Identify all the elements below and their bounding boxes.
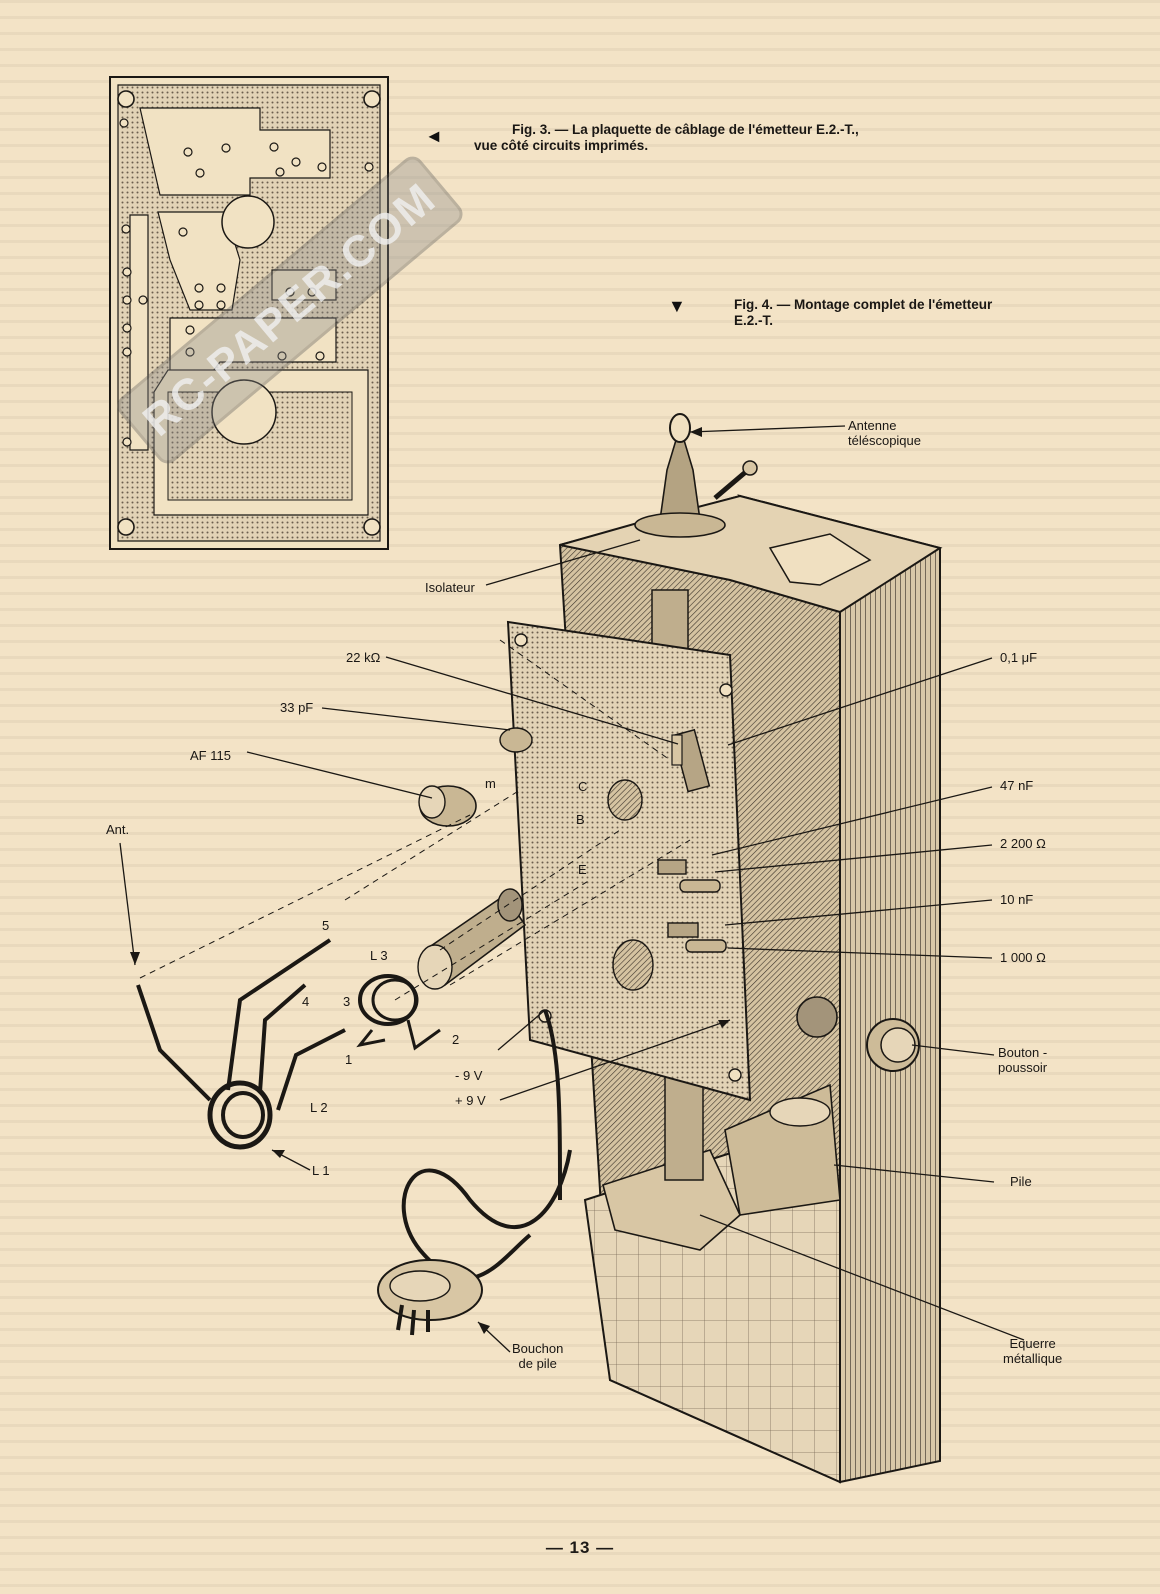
label-c: C (578, 779, 588, 794)
label-bouchon-line1: Bouchon (512, 1341, 564, 1356)
label-4: 4 (302, 994, 310, 1009)
label-antenne-line1: Antenne (848, 418, 897, 433)
fig4-caption-line2: E.2.-T. (734, 313, 774, 328)
fig3-caption-line2: vue côté circuits imprimés. (474, 138, 649, 153)
label-3: 3 (343, 994, 351, 1009)
label-1: 1 (345, 1052, 353, 1067)
label-b: B (576, 812, 585, 827)
fig4-pointer-icon: ▼ (668, 296, 686, 316)
label-ant: Ant. (106, 822, 130, 837)
fig4-caption-line1: Fig. 4. — Montage complet de l'émetteur (734, 297, 993, 312)
label-5: 5 (322, 918, 330, 933)
fig3-pointer-icon: ◄ (425, 126, 443, 146)
fig4-caption: Fig. 4. — Montage complet de l'émetteur … (734, 297, 1094, 329)
label-plus-9v: + 9 V (455, 1093, 486, 1108)
label-minus-9v: - 9 V (455, 1068, 483, 1083)
label-m: m (485, 776, 496, 791)
label-1000: 1 000 Ω (1000, 950, 1046, 965)
fig3-pcb-drawing (109, 76, 389, 550)
label-10nf: 10 nF (1000, 892, 1034, 907)
label-2: 2 (452, 1032, 460, 1047)
label-bouchon-line2: de pile (518, 1356, 557, 1371)
label-47nf: 47 nF (1000, 778, 1034, 793)
fig3-caption: Fig. 3. — La plaquette de câblage de l'é… (474, 122, 944, 154)
label-bouton-line1: Bouton - (998, 1045, 1048, 1060)
label-af115: AF 115 (190, 748, 231, 763)
page-number: — 13 — (545, 1538, 615, 1557)
watermark-logo (117, 156, 463, 464)
label-22k: 22 kΩ (346, 650, 381, 665)
label-isolateur: Isolateur (425, 580, 475, 595)
fig3-caption-line1: Fig. 3. — La plaquette de câblage de l'é… (512, 122, 859, 137)
label-bouchon-de-pile: Bouchon de pile (512, 1341, 563, 1371)
label-antenne-line2: téléscopique (848, 433, 921, 448)
label-bouton-poussoir: Bouton - poussoir (998, 1045, 1047, 1075)
label-01uf: 0,1 μF (1000, 650, 1038, 665)
label-equerre-line2: métallique (1003, 1351, 1063, 1366)
label-pile: Pile (1010, 1174, 1032, 1189)
label-33pf: 33 pF (280, 700, 314, 715)
label-equerre-metallique: Equerre métallique (1003, 1336, 1062, 1366)
label-2200: 2 200 Ω (1000, 836, 1046, 851)
label-bouton-line2: poussoir (998, 1060, 1048, 1075)
label-l2: L 2 (310, 1100, 328, 1115)
label-e: E (578, 862, 587, 877)
label-equerre-line1: Equerre (1009, 1336, 1056, 1351)
label-l3: L 3 (370, 948, 388, 963)
fig4-transmitter-drawing (119, 413, 1025, 1484)
label-l1: L 1 (312, 1163, 330, 1178)
label-antenne: Antenne téléscopique (848, 418, 921, 448)
